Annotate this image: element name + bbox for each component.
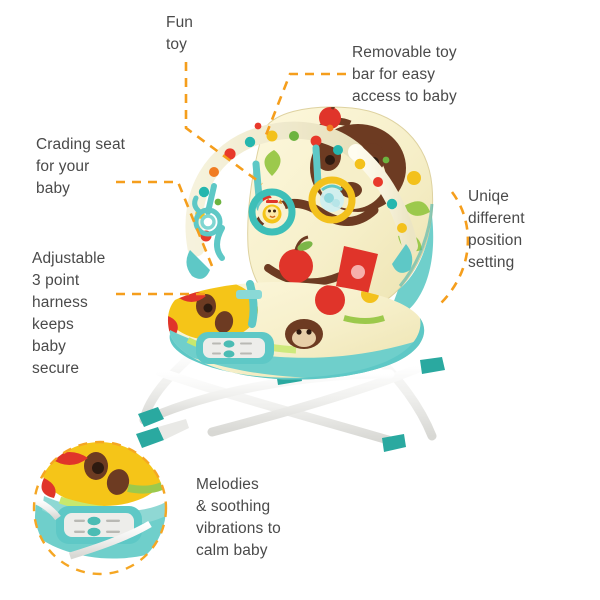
leader-line-fun-toy: [184, 62, 263, 186]
leg-cap-detail: [136, 427, 164, 448]
base-print-pattern: [167, 281, 420, 378]
toy-bar: [185, 121, 418, 279]
rattle-ring-toy: [308, 176, 356, 224]
toy-bar-dots: [195, 122, 407, 242]
control-module-zoom-inset: [32, 440, 168, 576]
bouncer-frame-legs: [138, 347, 445, 452]
control-module: [196, 332, 274, 364]
callout-adjustable-harness: Adjustable 3 point harness keeps baby se…: [32, 250, 106, 377]
callout-removable-toy-bar: Removable toy bar for easy access to bab…: [352, 44, 457, 105]
callout-fun-toy: Fun toy: [166, 14, 194, 53]
leader-line-unique-position: [437, 191, 470, 307]
hanging-toys: [192, 144, 356, 261]
lion-ring-toy: [248, 188, 296, 236]
callout-melodies-vibrations: Melodies & soothing vibrations to calm b…: [196, 476, 281, 559]
leader-line-removable-toy-bar: [262, 72, 346, 141]
seat-base: [167, 280, 425, 380]
callout-crading-seat: Crading seat for your baby: [36, 136, 126, 197]
harness-strap: [236, 280, 262, 328]
spiral-teether-toy: [192, 195, 223, 237]
seat-back: [247, 106, 434, 322]
monkey-print-pattern: [253, 107, 430, 315]
callout-unique-position: Uniqe different position setting: [468, 188, 525, 271]
inset-dashed-ring: [32, 440, 168, 576]
